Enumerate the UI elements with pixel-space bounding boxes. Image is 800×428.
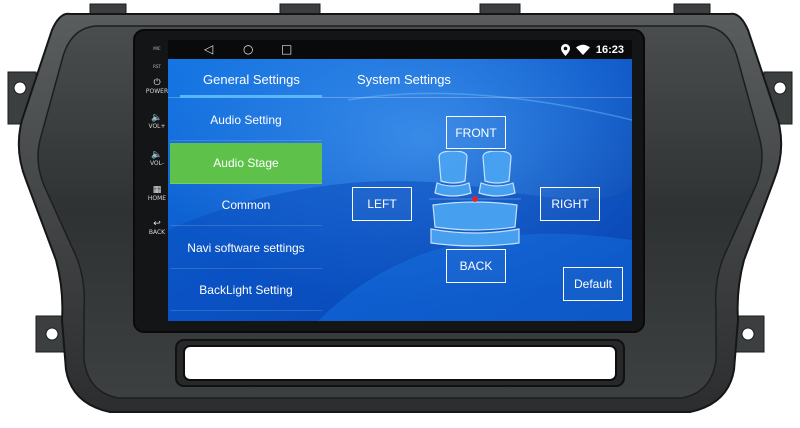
front-button[interactable]: FRONT — [446, 116, 506, 149]
power-icon: ⏻ — [153, 78, 161, 88]
power-button[interactable]: ⏻ POWER — [139, 78, 175, 95]
volume-down-button[interactable]: 🔈 VOL- — [139, 150, 175, 167]
tab-system-settings[interactable]: System Settings — [357, 72, 451, 87]
default-button[interactable]: Default — [563, 267, 623, 301]
right-button[interactable]: RIGHT — [540, 187, 600, 221]
speaker-icon: 🔈 — [151, 150, 163, 160]
reset-button[interactable]: RST — [153, 64, 161, 69]
menu-item-audio-setting[interactable]: Audio Setting — [170, 100, 322, 141]
settings-menu: Audio Setting Audio Stage Common Navi so… — [170, 100, 322, 313]
power-label: POWER — [145, 88, 169, 95]
status-bar: ◁ ○ □ 16:23 — [168, 40, 632, 59]
tab-general-settings[interactable]: General Settings — [203, 72, 300, 87]
sound-focus-point[interactable] — [472, 196, 478, 202]
volume-up-button[interactable]: 🔈 VOL+ — [139, 113, 175, 130]
home-button[interactable]: ▦ HOME — [139, 185, 175, 202]
menu-item-backlight-setting[interactable]: BackLight Setting — [170, 270, 322, 311]
back-label: BACK — [148, 229, 166, 236]
left-button[interactable]: LEFT — [352, 187, 412, 221]
mic-label: MIC — [153, 46, 161, 51]
menu-item-navi-software-settings[interactable]: Navi software settings — [170, 228, 322, 269]
head-unit-screen: ◁ ○ □ 16:23 General Settings System Sett… — [168, 40, 632, 321]
menu-item-audio-stage[interactable]: Audio Stage — [170, 142, 322, 184]
nav-home-icon[interactable]: ○ — [243, 42, 254, 56]
back-arrow-icon: ↩ — [153, 219, 161, 229]
home-grid-icon: ▦ — [152, 185, 162, 195]
speaker-icon: 🔈 — [151, 113, 163, 123]
back-button[interactable]: BACK — [446, 249, 506, 283]
settings-tabs: General Settings System Settings — [168, 59, 632, 98]
back-hardware-button[interactable]: ↩ BACK — [139, 219, 175, 236]
wifi-icon — [575, 44, 590, 55]
status-right: 16:23 — [560, 42, 624, 57]
nav-back-icon[interactable]: ◁ — [204, 42, 214, 56]
volume-up-label: VOL+ — [148, 123, 166, 130]
menu-item-common[interactable]: Common — [170, 185, 322, 226]
active-tab-indicator — [180, 95, 322, 98]
home-label: HOME — [147, 195, 167, 202]
location-icon — [560, 43, 570, 56]
clock: 16:23 — [595, 43, 624, 56]
car-seats-diagram — [429, 151, 521, 247]
nav-recent-icon[interactable]: □ — [281, 42, 293, 56]
volume-down-label: VOL- — [149, 160, 165, 167]
